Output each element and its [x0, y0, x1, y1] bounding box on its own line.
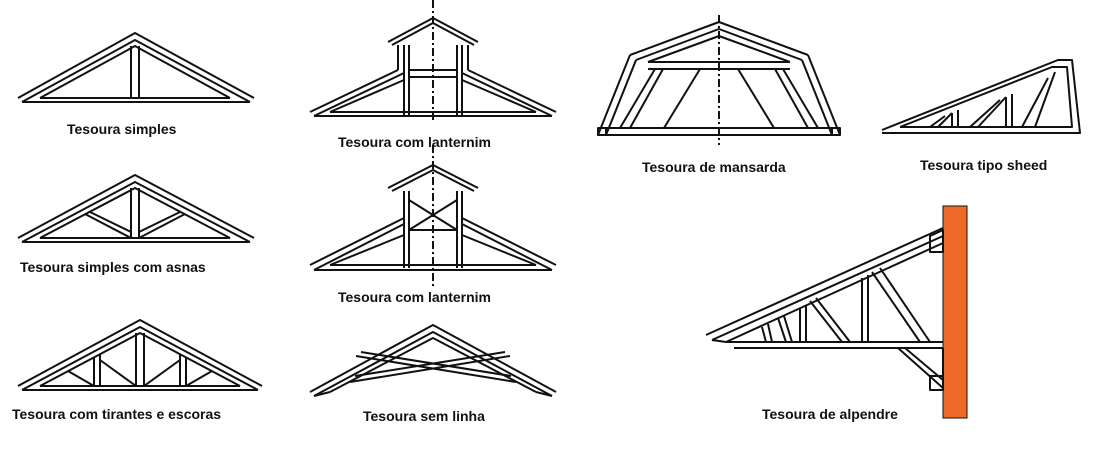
label-tesoura-simples: Tesoura simples — [67, 121, 177, 137]
label-tesoura-mansarda: Tesoura de mansarda — [642, 159, 786, 175]
label-tesoura-sem-linha: Tesoura sem linha — [363, 408, 485, 424]
truss-lanternim-2-drawing — [309, 145, 557, 288]
label-tesoura-lanternim-2: Tesoura com lanternim — [338, 289, 492, 305]
truss-lanternim-1-drawing — [309, 0, 557, 122]
truss-simples-drawing — [17, 32, 255, 103]
label-tesoura-lanternim-1: Tesoura com lanternim — [338, 134, 492, 150]
truss-sheed-drawing — [881, 59, 1081, 134]
label-tesoura-sheed: Tesoura tipo sheed — [920, 157, 1048, 173]
truss-mansarda-drawing — [597, 15, 841, 145]
label-tesoura-tirantes-escoras: Tesoura com tirantes e escoras — [12, 406, 222, 422]
truss-alpendre-drawing — [705, 205, 968, 419]
truss-sem-linha-drawing — [309, 324, 557, 397]
truss-simples-asnas-drawing — [17, 174, 255, 243]
truss-tirantes-escoras-drawing — [17, 319, 263, 391]
label-tesoura-simples-asnas: Tesoura simples com asnas — [20, 259, 206, 275]
label-tesoura-alpendre: Tesoura de alpendre — [762, 406, 898, 422]
